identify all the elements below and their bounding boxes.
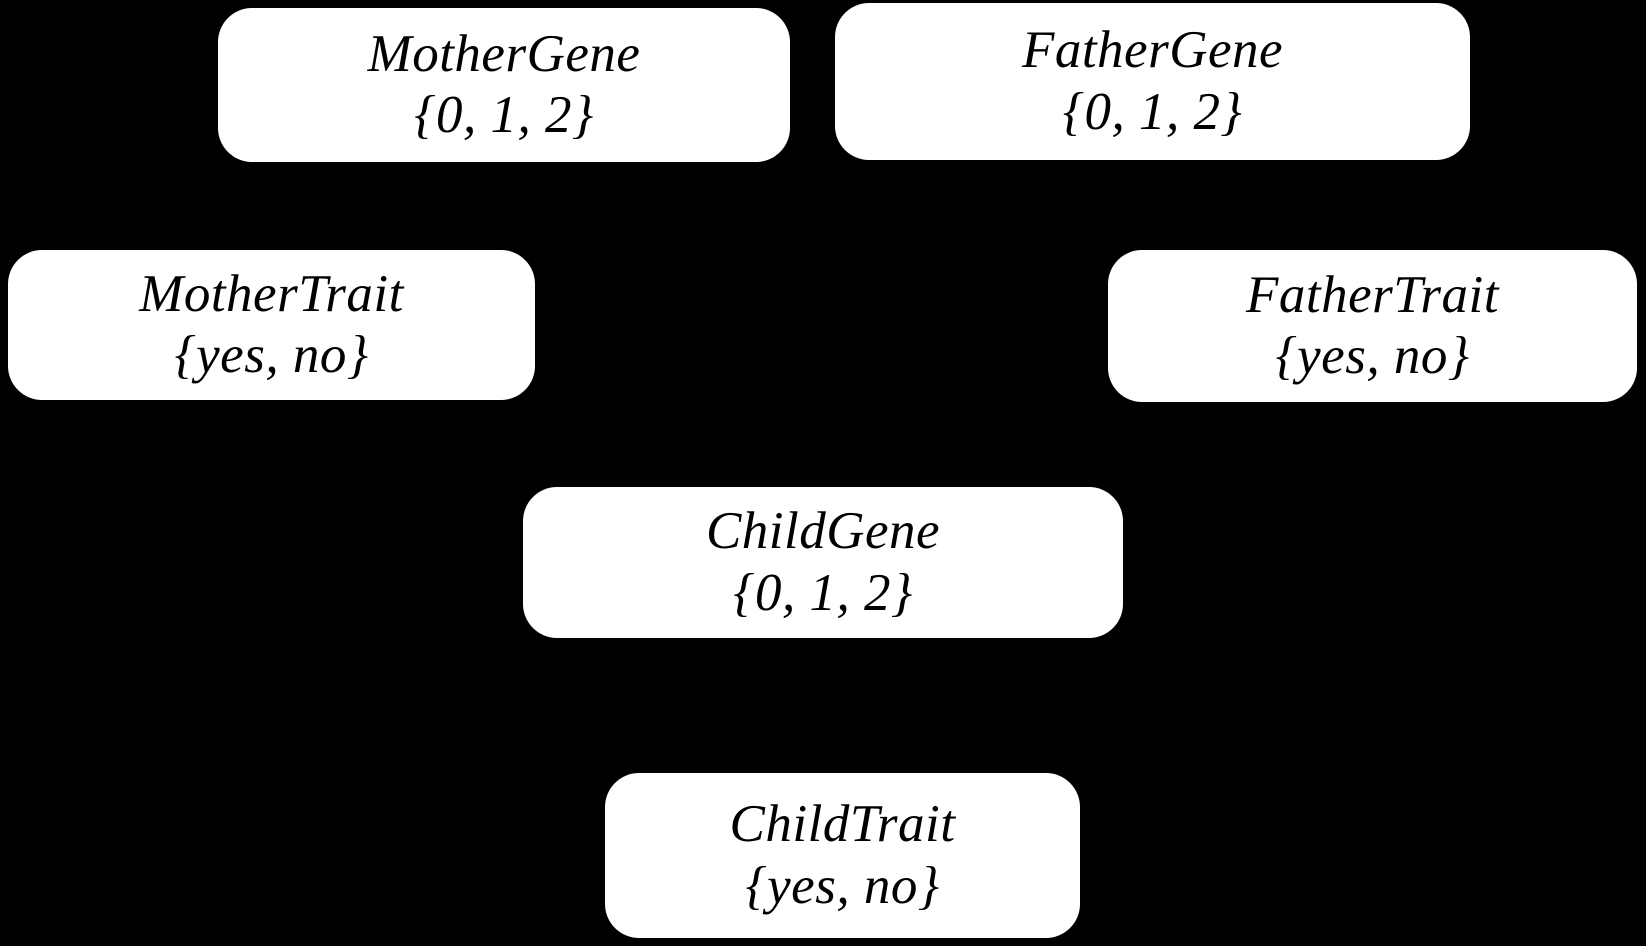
node-mother-trait-label: MotherTrait [139,264,404,323]
node-father-gene-domain: {0, 1, 2} [1062,82,1243,141]
node-child-gene[interactable]: ChildGene {0, 1, 2} [523,487,1123,638]
node-father-gene-label: FatherGene [1021,21,1284,80]
node-mother-gene-domain: {0, 1, 2} [414,86,594,144]
node-father-gene[interactable]: FatherGene {0, 1, 2} [835,3,1470,160]
node-father-trait-domain: {yes, no} [1275,327,1470,385]
node-child-gene-label: ChildGene [705,502,941,561]
node-father-trait-label: FatherTrait [1246,265,1499,324]
node-father-trait[interactable]: FatherTrait {yes, no} [1108,250,1637,402]
node-child-trait[interactable]: ChildTrait {yes, no} [605,773,1080,938]
node-child-trait-label: ChildTrait [729,795,956,854]
node-mother-gene-label: MotherGene [367,24,641,83]
node-child-gene-domain: {0, 1, 2} [733,563,913,622]
node-mother-trait[interactable]: MotherTrait {yes, no} [8,250,535,400]
node-mother-trait-domain: {yes, no} [174,326,369,384]
node-mother-gene[interactable]: MotherGene {0, 1, 2} [218,8,790,162]
node-child-trait-domain: {yes, no} [745,856,940,915]
